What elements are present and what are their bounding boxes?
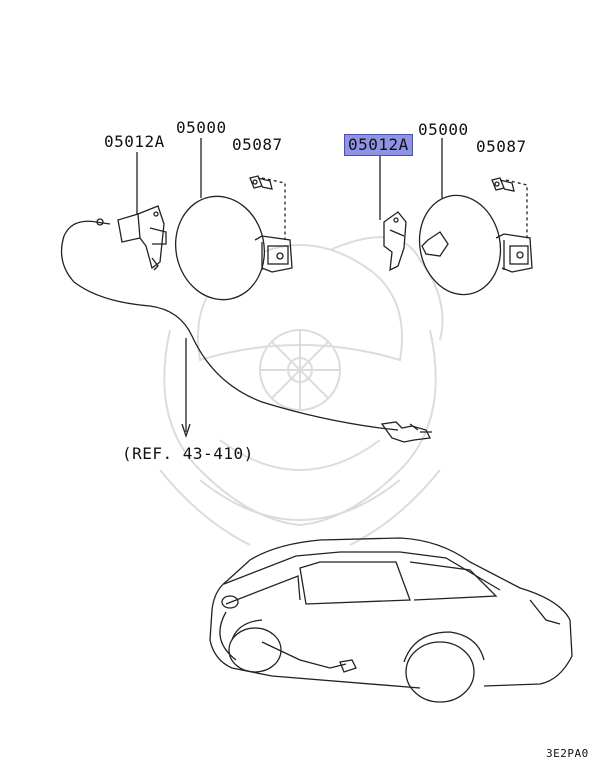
right-screw-part-label[interactable]: 05087 — [476, 137, 527, 156]
right-hinge-part-label[interactable]: 05012A — [344, 134, 413, 156]
reference-arrow-head — [181, 423, 191, 439]
right-fuel-lid-part-label[interactable]: 05000 — [418, 120, 469, 139]
reference-note: (REF. 43-410) — [122, 444, 254, 463]
left-fuel-lid-part-label[interactable]: 05000 — [176, 118, 227, 137]
right-assembly-drawing — [379, 138, 533, 296]
rear-wheel — [228, 627, 282, 673]
left-screw-part-label[interactable]: 05087 — [232, 135, 283, 154]
left-hinge-part — [117, 205, 167, 271]
fuel-door-on-car — [221, 595, 239, 609]
front-wheel — [405, 641, 475, 703]
leader-left-screw — [261, 177, 286, 240]
left-fuel-lid-part — [174, 195, 293, 301]
left-screw-part — [249, 175, 273, 190]
right-screw-part — [491, 177, 515, 192]
car-cable — [261, 641, 347, 669]
left-hinge-part-label[interactable]: 05012A — [104, 132, 165, 151]
right-hinge-part — [383, 211, 407, 272]
leader-right-screw — [505, 179, 528, 238]
left-assembly-drawing — [60, 138, 432, 443]
car-outline — [209, 537, 573, 703]
right-fuel-lid-part — [418, 194, 533, 296]
release-cable — [60, 218, 432, 443]
diagram-code: 3E2PA0 — [546, 747, 589, 760]
